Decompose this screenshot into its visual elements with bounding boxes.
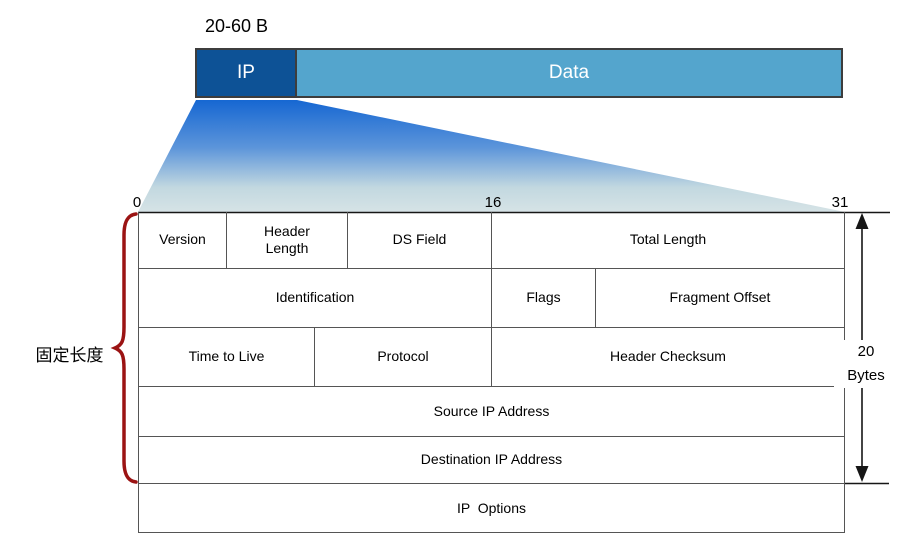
field-flags: Flags	[492, 269, 596, 327]
ip-header-table: Version Header Length DS Field Total Len…	[138, 212, 845, 533]
field-version: Version	[139, 212, 227, 268]
ip-segment: IP	[197, 50, 297, 96]
field-identification: Identification	[139, 269, 492, 327]
table-row-6: IP Options	[139, 484, 844, 533]
field-fragment-offset: Fragment Offset	[669, 289, 771, 306]
field-header-length: Header Length	[227, 212, 348, 268]
field-ds-field: DS Field	[348, 212, 492, 268]
field-protocol: Protocol	[315, 328, 492, 386]
fixed-length-label: 固定长度	[35, 346, 104, 365]
fixed-length-brace	[110, 212, 138, 484]
field-destination-ip: Destination IP Address	[420, 451, 563, 468]
bit-tick-0: 0	[132, 194, 142, 211]
field-source-ip: Source IP Address	[433, 402, 550, 419]
packet-bar: IP Data	[195, 48, 843, 98]
data-segment: Data	[297, 50, 841, 96]
table-row-2: Identification Flags Fragment Offset	[139, 269, 844, 328]
table-row-5: Destination IP Address	[139, 437, 844, 484]
field-header-checksum: Header Checksum	[610, 348, 726, 365]
table-row-3: Time to Live Protocol Header Checksum	[139, 328, 844, 387]
table-row-1: Version Header Length DS Field Total Len…	[139, 212, 844, 269]
field-time-to-live: Time to Live	[139, 328, 315, 386]
bit-tick-16: 16	[484, 194, 502, 211]
twenty-bytes-label: 20 Bytes	[834, 340, 898, 388]
bit-tick-31: 31	[831, 194, 849, 211]
packet-size-label: 20-60 B	[205, 16, 269, 36]
table-row-4: Source IP Address	[139, 387, 844, 437]
field-ip-options: IP Options	[456, 499, 526, 516]
field-total-length: Total Length	[629, 231, 707, 248]
